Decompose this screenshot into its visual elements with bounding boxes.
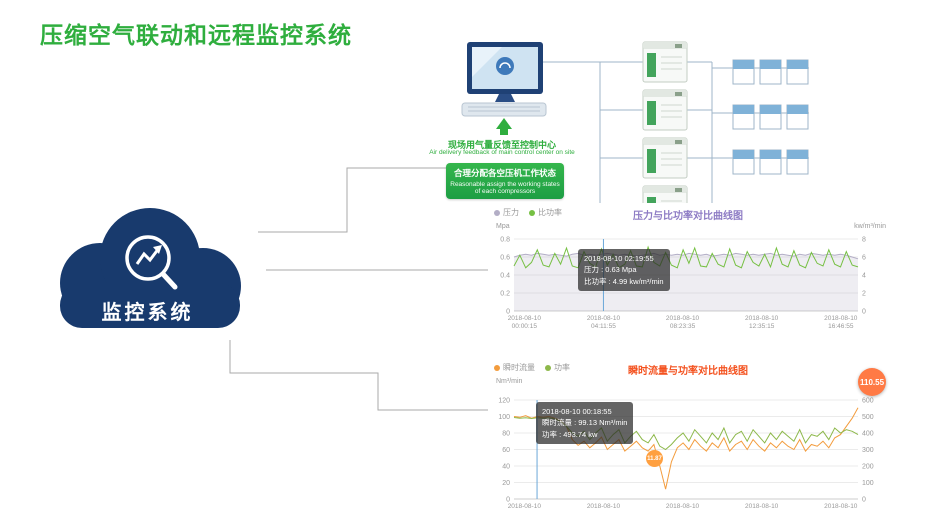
svg-text:2018-08-10: 2018-08-10 xyxy=(824,315,858,322)
chart2-tooltip: 2018-08-10 00:18:55 瞬时流量 : 99.13 Nm³/min… xyxy=(536,402,634,444)
air-equipment-icon xyxy=(732,59,810,85)
svg-text:2018-08-10: 2018-08-10 xyxy=(587,503,621,510)
svg-text:2018-08-10: 2018-08-10 xyxy=(666,503,700,510)
svg-text:80: 80 xyxy=(502,431,510,438)
feedback-label-cn: 现场用气量反馈至控制中心 xyxy=(447,140,556,150)
svg-text:0: 0 xyxy=(862,309,866,316)
dip-value-marker: 11.87 xyxy=(646,450,663,467)
monitoring-cloud: 监控系统 xyxy=(35,198,260,348)
svg-text:60: 60 xyxy=(502,447,510,454)
pressure-power-chart: 压力 比功率 压力与比功率对比曲线图 Mpa kw/m³/min 0.8 8 0.6… xyxy=(488,203,888,337)
network-lines xyxy=(543,61,733,207)
legend-item-flow[interactable]: 瞬时流量 xyxy=(494,362,535,373)
svg-text:0.8: 0.8 xyxy=(500,237,510,244)
svg-text:6: 6 xyxy=(862,255,866,262)
svg-text:12:35:15: 12:35:15 xyxy=(749,323,775,330)
specific-power-legend-dot-icon xyxy=(529,209,535,216)
legend-item-specific-power[interactable]: 比功率 xyxy=(529,207,562,218)
assign-label-cn: 合理分配各空压机工作状态 xyxy=(453,168,556,178)
tooltip-time: 2018-08-10 02:19:55 xyxy=(584,254,654,263)
legend-label: 压力 xyxy=(503,208,519,217)
chart2-left-unit: Nm³/min xyxy=(496,378,523,385)
svg-text:4: 4 xyxy=(862,273,866,280)
assign-label-en: Reasonable assign the working states of … xyxy=(450,181,560,195)
svg-text:2018-08-10: 2018-08-10 xyxy=(666,315,700,322)
legend-label: 瞬时流量 xyxy=(503,363,535,372)
max-value-badge: 110.55 xyxy=(858,368,886,396)
page-title: 压缩空气联动和远程监控系统 xyxy=(40,22,352,48)
svg-text:2018-08-10: 2018-08-10 xyxy=(745,315,779,322)
svg-text:100: 100 xyxy=(862,480,874,487)
compressor-icon xyxy=(642,89,688,131)
svg-text:100: 100 xyxy=(498,414,510,421)
chart2-title: 瞬时流量与功率对比曲线图 xyxy=(628,366,748,377)
svg-text:2018-08-10: 2018-08-10 xyxy=(745,503,779,510)
flow-legend-dot-icon xyxy=(494,364,500,371)
svg-text:0: 0 xyxy=(506,497,510,504)
tooltip-flow: 瞬时流量 : 99.13 Nm³/min xyxy=(542,418,628,428)
tooltip-time: 2018-08-10 00:18:55 xyxy=(542,407,612,416)
svg-text:0.6: 0.6 xyxy=(500,255,510,262)
svg-text:00:00:15: 00:00:15 xyxy=(512,323,538,330)
magnifier-trend-icon xyxy=(125,235,178,290)
svg-text:08:23:35: 08:23:35 xyxy=(670,323,696,330)
svg-text:120: 120 xyxy=(498,398,510,405)
chart1-tooltip: 2018-08-10 02:19:55 压力 : 0.63 Mpa 比功率 : … xyxy=(578,249,670,291)
svg-text:20: 20 xyxy=(502,480,510,487)
svg-text:400: 400 xyxy=(862,431,874,438)
feedback-arrow-icon xyxy=(496,118,512,135)
svg-text:0: 0 xyxy=(506,309,510,316)
control-computer-icon xyxy=(461,42,547,117)
svg-text:300: 300 xyxy=(862,447,874,454)
connector-lines xyxy=(229,167,500,411)
svg-text:40: 40 xyxy=(502,464,510,471)
cloud-label: 监控系统 xyxy=(101,302,194,324)
chart1-legend: 压力 比功率 xyxy=(494,207,562,218)
svg-text:0.2: 0.2 xyxy=(500,291,510,298)
svg-text:04:11:55: 04:11:55 xyxy=(591,323,616,330)
legend-item-power[interactable]: 功率 xyxy=(545,362,570,373)
chart2-legend: 瞬时流量 功率 xyxy=(494,362,570,373)
compressor-icon xyxy=(642,137,688,179)
air-equipment-icon xyxy=(732,104,810,130)
chart1-right-unit: kw/m³/min xyxy=(854,223,886,230)
svg-text:2: 2 xyxy=(862,291,866,298)
chart1-left-unit: Mpa xyxy=(496,223,510,230)
compressor-icon xyxy=(642,41,688,83)
chart1-title: 压力与比功率对比曲线图 xyxy=(633,211,743,222)
pressure-legend-dot-icon xyxy=(494,209,500,216)
legend-label: 比功率 xyxy=(538,208,562,217)
legend-item-pressure[interactable]: 压力 xyxy=(494,207,519,218)
svg-text:2018-08-10: 2018-08-10 xyxy=(508,315,542,322)
svg-text:0.4: 0.4 xyxy=(500,273,510,280)
svg-text:0: 0 xyxy=(862,497,866,504)
svg-text:500: 500 xyxy=(862,414,874,421)
svg-text:2018-08-10: 2018-08-10 xyxy=(508,503,542,510)
svg-text:8: 8 xyxy=(862,237,866,244)
tooltip-pressure: 压力 : 0.63 Mpa xyxy=(584,265,637,275)
svg-text:16:46:55: 16:46:55 xyxy=(828,323,854,330)
feedback-label-en: Air delivery feedback of main control ce… xyxy=(429,149,575,156)
assign-box: 合理分配各空压机工作状态 Reasonable assign the worki… xyxy=(446,163,564,199)
svg-text:2018-08-10: 2018-08-10 xyxy=(824,503,858,510)
power-legend-dot-icon xyxy=(545,364,551,371)
svg-text:200: 200 xyxy=(862,464,874,471)
svg-text:600: 600 xyxy=(862,398,874,405)
air-equipment-icon xyxy=(732,149,810,175)
tooltip-power: 功率 : 493.74 kw xyxy=(542,429,598,439)
legend-label: 功率 xyxy=(554,363,570,372)
tooltip-specific-power: 比功率 : 4.99 kw/m³/min xyxy=(584,276,664,286)
svg-text:2018-08-10: 2018-08-10 xyxy=(587,315,621,322)
